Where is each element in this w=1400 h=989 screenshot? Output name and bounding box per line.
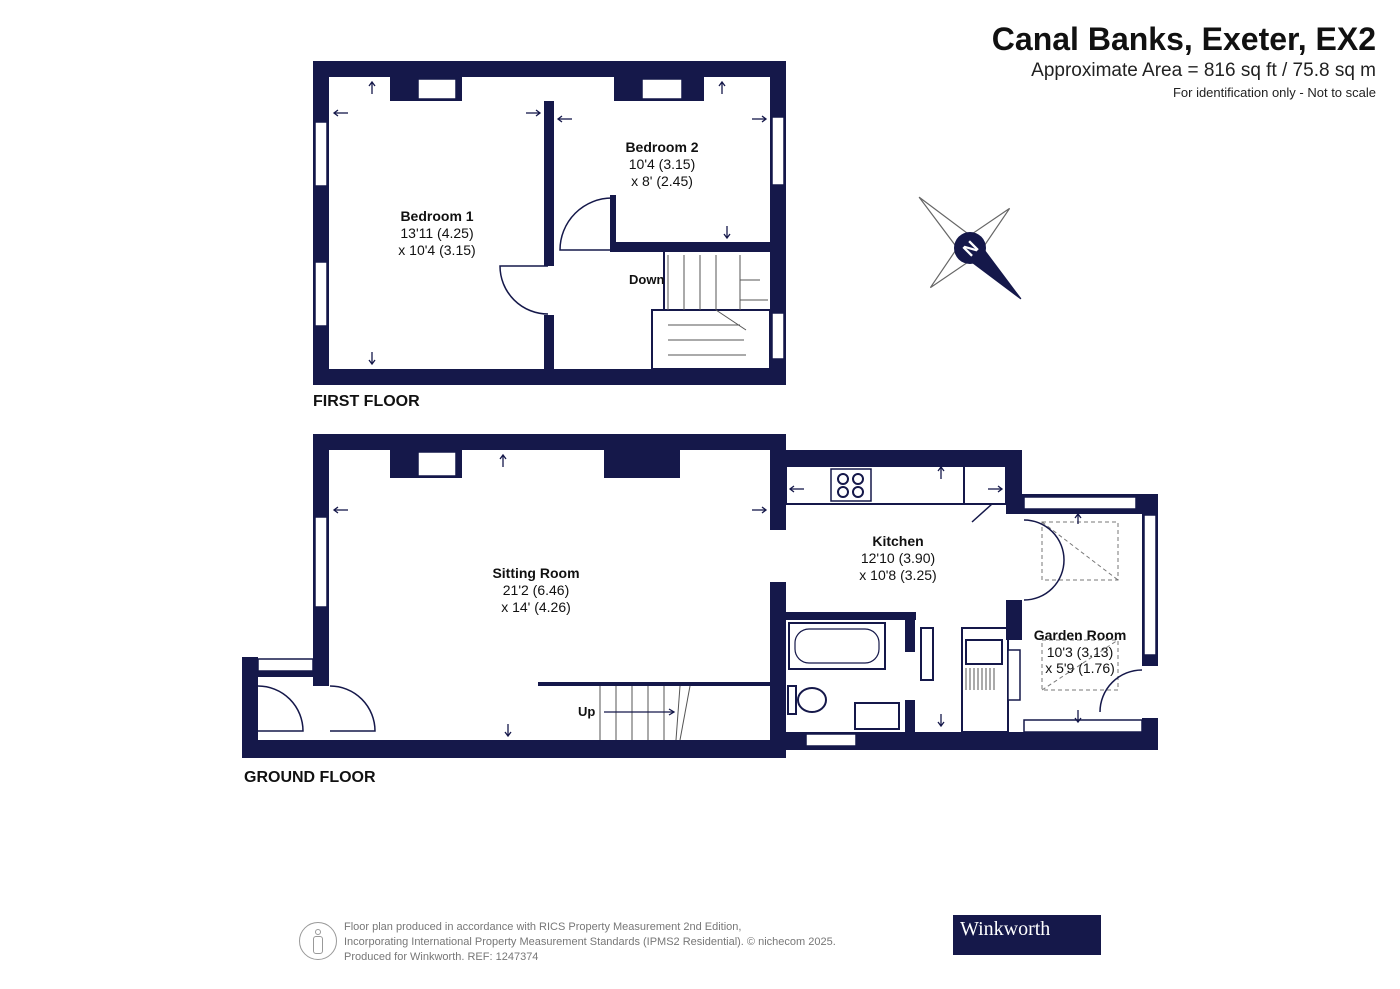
page-title: Canal Banks, Exeter, EX2 — [991, 21, 1376, 57]
ground-floor-plan: Sitting Room 21'2 (6.46) x 14' (4.26) Ki… — [242, 434, 1158, 786]
room-dim-bedroom-1-length: 13'11 (4.25) — [400, 225, 473, 241]
stairs-up-label: Up — [578, 704, 595, 719]
room-name-sitting-room: Sitting Room — [492, 565, 579, 581]
ground-floor-label: GROUND FLOOR — [244, 769, 376, 786]
room-dim-sitting-room-width: x 14' (4.26) — [501, 599, 571, 615]
footer-line-2: Incorporating International Property Mea… — [344, 936, 836, 948]
brand-logo: Winkworth — [953, 915, 1101, 955]
room-name-bedroom-2: Bedroom 2 — [625, 139, 698, 155]
room-dim-kitchen-width: x 10'8 (3.25) — [859, 567, 936, 583]
first-floor-label: FIRST FLOOR — [313, 393, 420, 410]
first-floor-plan: Bedroom 1 13'11 (4.25) x 10'4 (3.15) Bed… — [313, 61, 786, 410]
room-dim-kitchen-length: 12'10 (3.90) — [861, 550, 935, 566]
stairs-down-label: Down — [629, 272, 664, 287]
footer-line-1: Floor plan produced in accordance with R… — [344, 921, 742, 933]
scale-disclaimer: For identification only - Not to scale — [1172, 85, 1376, 100]
approximate-area: Approximate Area = 816 sq ft / 75.8 sq m — [1031, 60, 1376, 81]
room-name-bedroom-1: Bedroom 1 — [400, 208, 473, 224]
footer-credits: Floor plan produced in accordance with R… — [344, 920, 904, 965]
footer-line-3: Produced for Winkworth. REF: 1247374 — [344, 951, 539, 963]
room-dim-bedroom-1-width: x 10'4 (3.15) — [398, 242, 475, 258]
room-dim-bedroom-2-width: x 8' (2.45) — [631, 173, 693, 189]
room-name-garden-room: Garden Room — [1034, 627, 1127, 643]
room-name-kitchen: Kitchen — [872, 533, 923, 549]
room-dim-garden-room-length: 10'3 (3.13) — [1047, 644, 1114, 660]
room-dim-sitting-room-length: 21'2 (6.46) — [503, 582, 570, 598]
room-dim-garden-room-width: x 5'9 (1.76) — [1045, 660, 1115, 676]
plan-header: Canal Banks, Exeter, EX2 Approximate Are… — [992, 20, 1376, 102]
person-icon — [299, 922, 337, 960]
room-dim-bedroom-2-length: 10'4 (3.15) — [629, 156, 696, 172]
north-compass-icon — [918, 196, 1022, 300]
